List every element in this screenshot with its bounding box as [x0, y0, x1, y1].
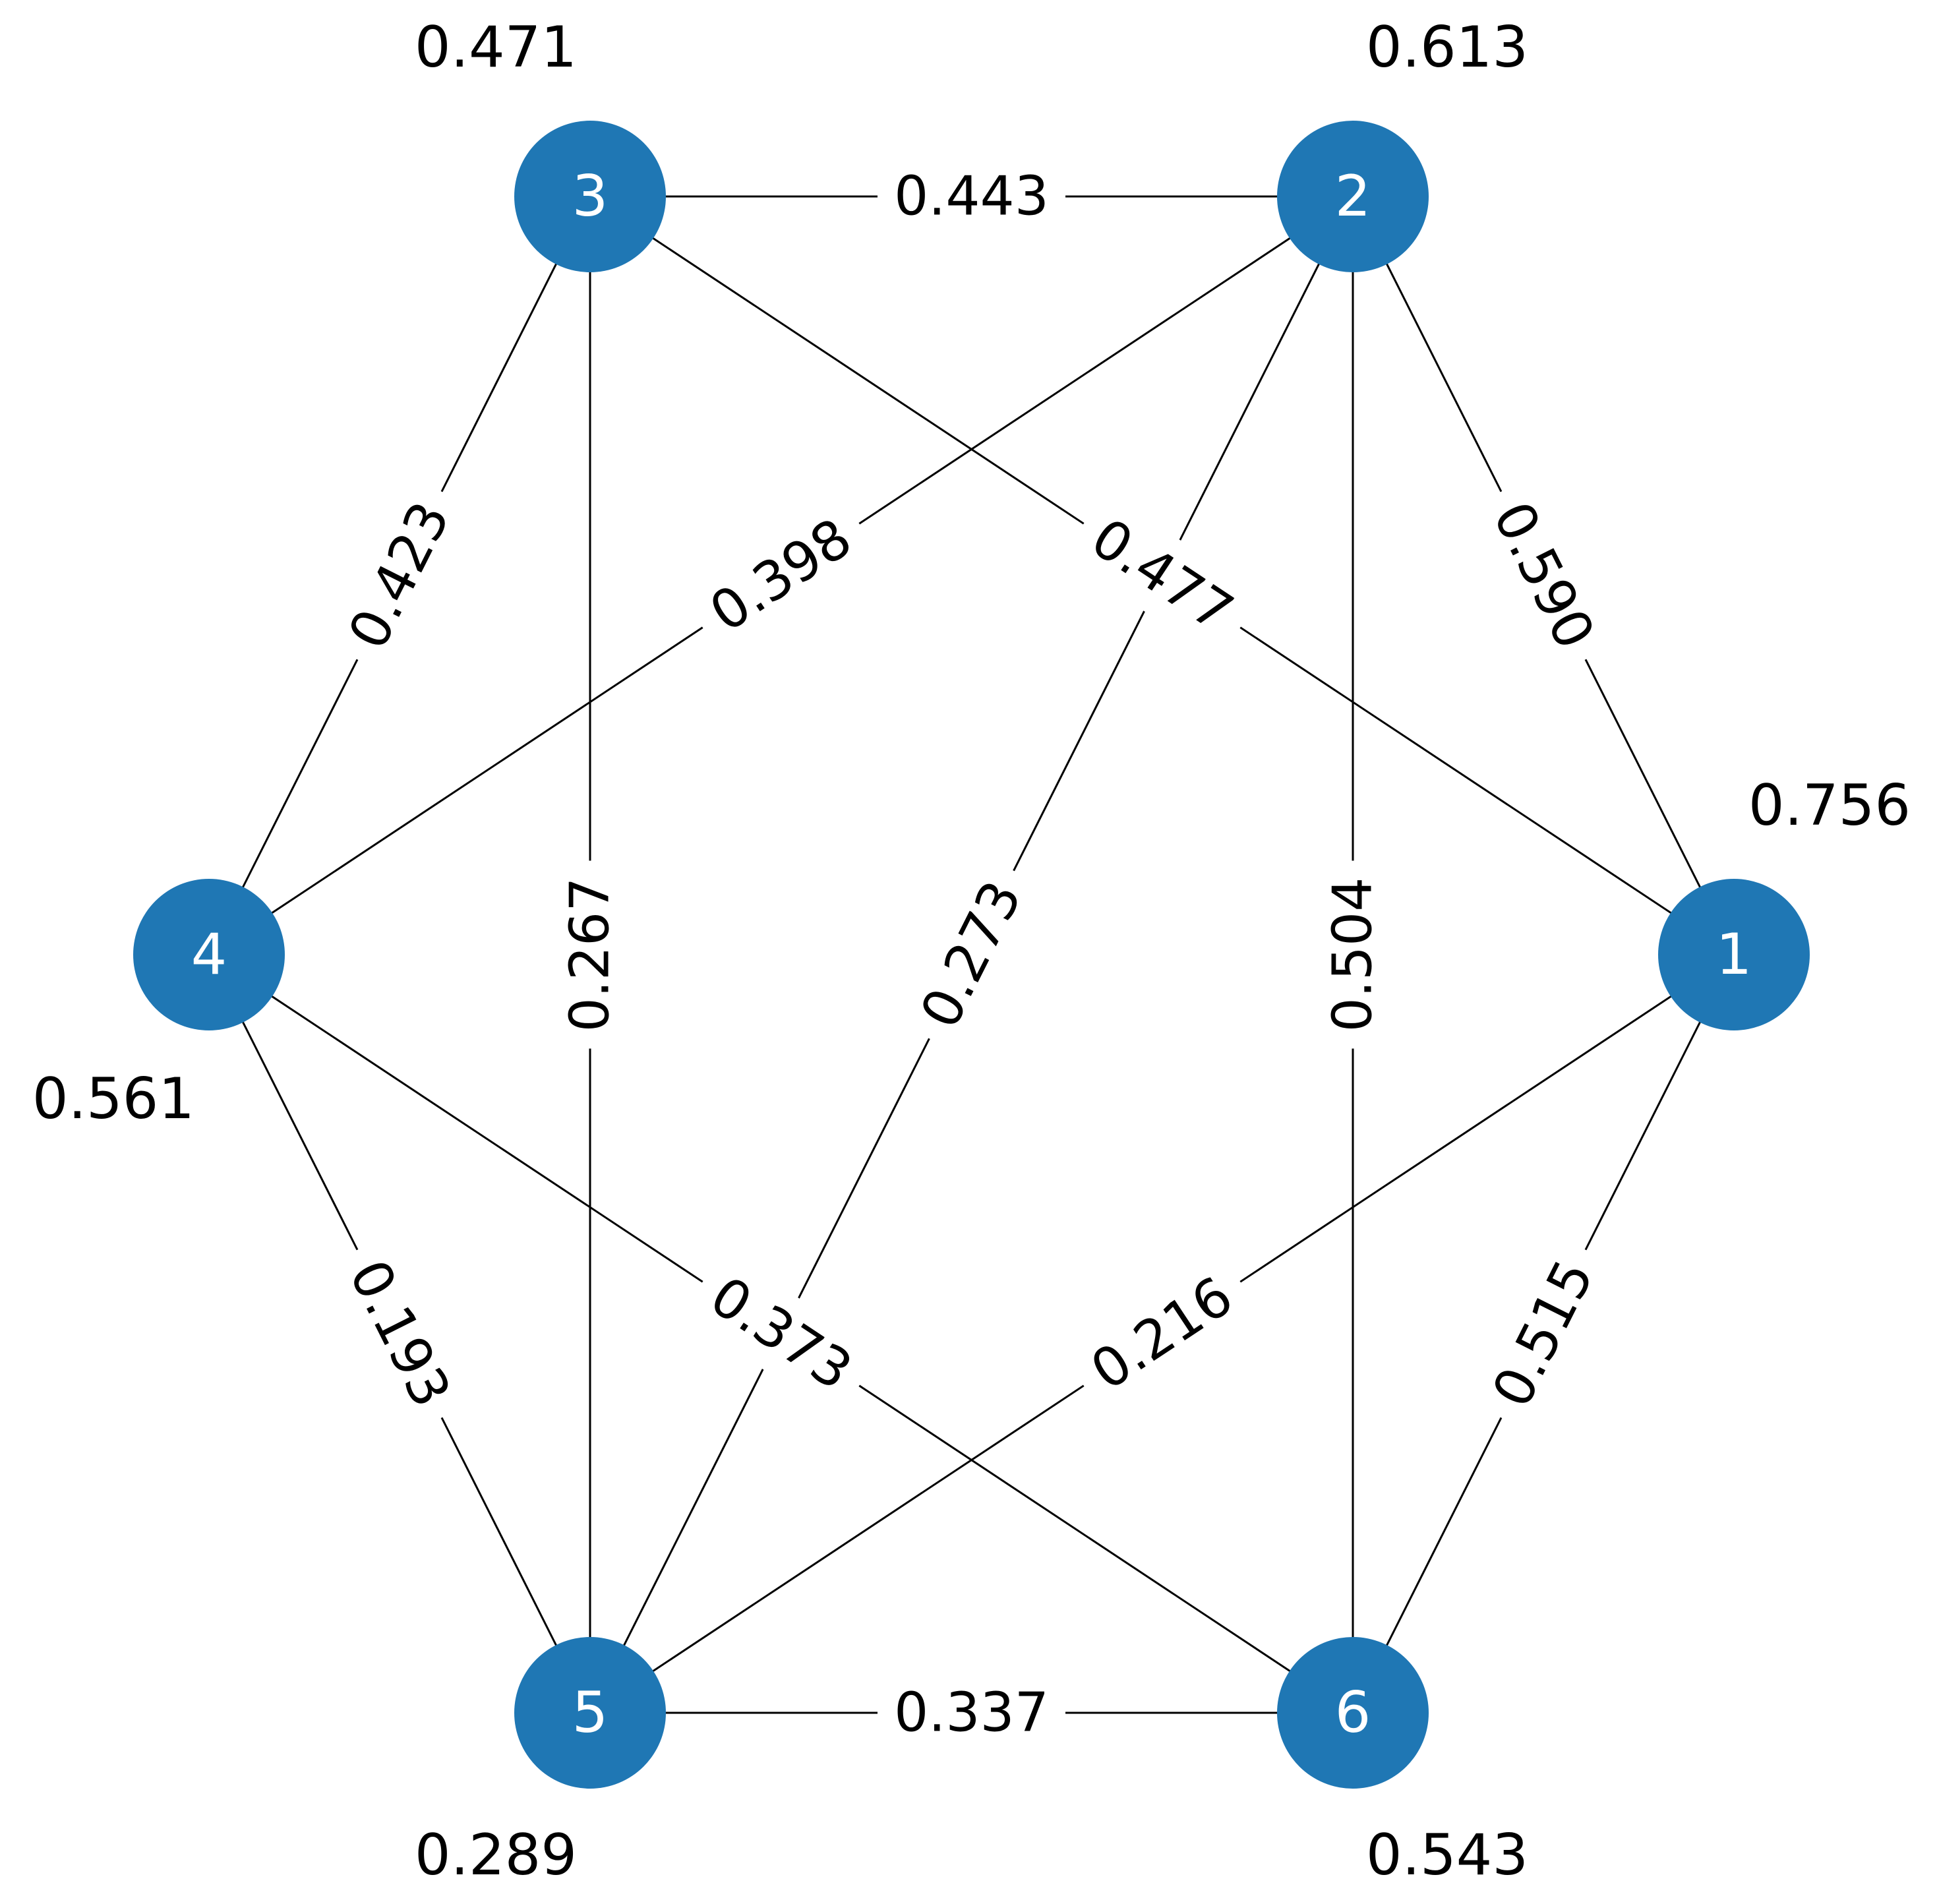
edge-label-background	[1466, 1232, 1621, 1436]
node-6: 6 0.543	[1277, 1637, 1528, 1888]
node-4: 4 0.561	[32, 879, 285, 1132]
node-label: 6	[1335, 1680, 1371, 1746]
node-circle	[1277, 1637, 1429, 1789]
node-value-label: 0.471	[415, 15, 577, 80]
node-value-label: 0.289	[415, 1822, 577, 1888]
edge-label-background	[680, 1249, 881, 1419]
edge-3-4: 0.423	[208, 196, 591, 955]
edge-3-5: 0.267	[551, 196, 630, 1713]
edge-label-background	[878, 1673, 1065, 1752]
node-circle	[1658, 879, 1810, 1030]
node-label: 1	[1716, 922, 1752, 988]
node-value-label: 0.543	[1366, 1822, 1528, 1888]
edge-2-1: 0.590	[1352, 196, 1735, 955]
edge-1-6: 0.515	[1352, 954, 1735, 1713]
edge-label-background	[893, 852, 1050, 1057]
node-1: 1 0.756	[1658, 773, 1911, 1030]
edge-label-background	[680, 491, 881, 661]
edge-label-background	[878, 157, 1065, 236]
node-label: 2	[1335, 164, 1371, 229]
node-5: 5 0.289	[415, 1637, 666, 1888]
edge-2-5: 0.273	[589, 196, 1354, 1713]
edge-3-2: 0.443	[590, 157, 1353, 236]
node-label: 4	[191, 922, 227, 988]
edge-label-background	[551, 860, 630, 1049]
edge-weight-label: 0.337	[894, 1682, 1049, 1744]
node-circle	[133, 879, 285, 1030]
edge-label-background	[1061, 491, 1263, 661]
node-circle	[514, 121, 666, 272]
edge-weight-label: 0.504	[1322, 878, 1385, 1032]
edge-weight-label: 0.267	[559, 878, 622, 1032]
node-label: 5	[572, 1680, 609, 1746]
node-circle	[514, 1637, 666, 1789]
nodes-layer: 1 0.756 2 0.613 3 0.471 4 0.561 5 0.289 6 0.543	[32, 15, 1911, 1888]
edge-label-background	[1061, 1249, 1263, 1419]
edge-weight-label: 0.443	[894, 165, 1049, 228]
edge-2-6: 0.504	[1313, 196, 1392, 1713]
node-value-label: 0.561	[32, 1066, 194, 1132]
edge-label-background	[322, 473, 477, 678]
node-3: 3 0.471	[415, 15, 666, 272]
edge-label-background	[1466, 473, 1621, 678]
edge-5-6: 0.337	[590, 1673, 1353, 1752]
node-label: 3	[572, 164, 609, 229]
edge-label-background	[1313, 860, 1392, 1049]
node-2: 2 0.613	[1277, 15, 1528, 272]
node-circle	[1277, 121, 1429, 272]
node-value-label: 0.613	[1366, 15, 1528, 80]
node-value-label: 0.756	[1748, 773, 1911, 839]
edge-4-5: 0.193	[208, 954, 591, 1713]
edge-label-background	[322, 1232, 477, 1436]
